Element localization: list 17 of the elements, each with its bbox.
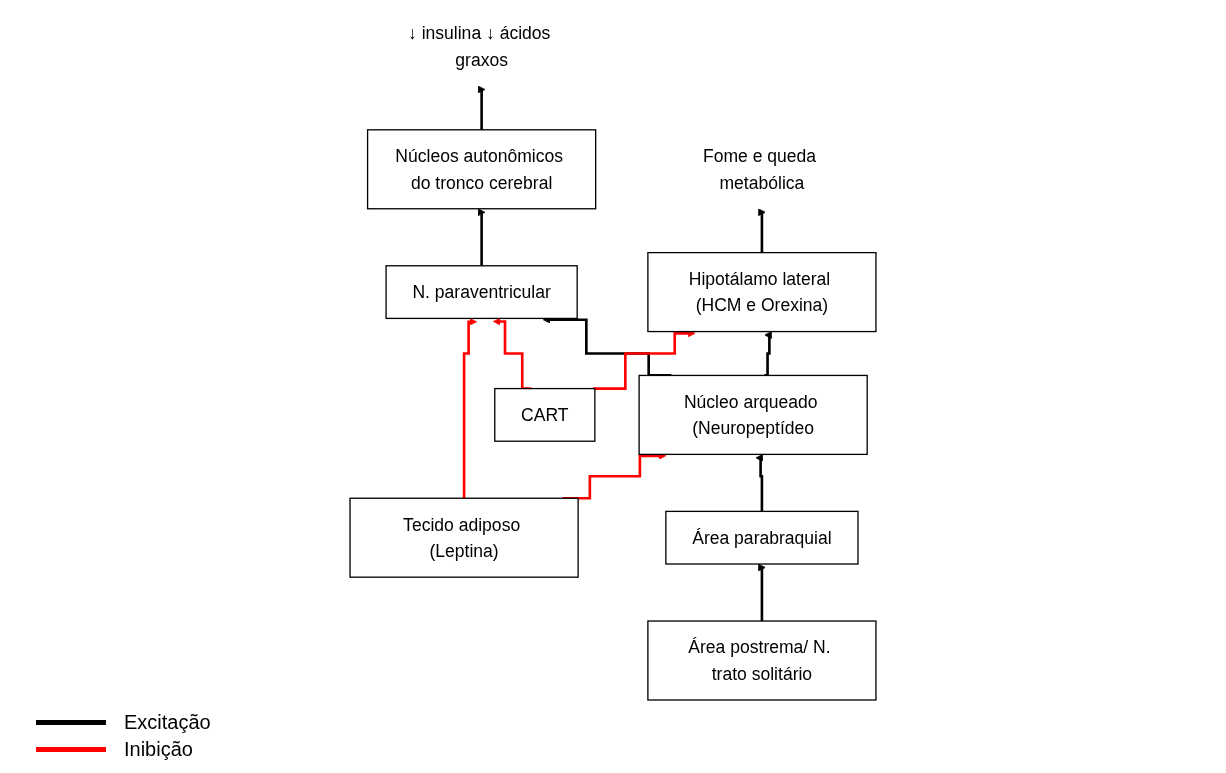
legend-label: Excitação — [124, 711, 211, 734]
node-box: Hipotálamo lateral (HCM e Orexina) — [647, 251, 877, 333]
arrow — [462, 317, 477, 500]
node-box: Área parabraquial — [665, 510, 859, 565]
node-text: Fome e queda metabólica — [702, 146, 817, 193]
node-box: Área postrema/ N. trato solitário — [647, 620, 877, 701]
arrow — [764, 331, 772, 377]
arrow — [758, 563, 766, 623]
node-box: Núcleo arqueado (Neuropeptídeo — [638, 374, 868, 456]
arrow — [755, 454, 764, 513]
arrow — [758, 208, 766, 254]
node-box: CART — [494, 387, 596, 442]
node-box: Núcleos autonômicos do tronco cerebral — [366, 129, 597, 210]
legend-label: Inibição — [124, 738, 193, 761]
node-box: Tecido adiposo (Leptina) — [349, 497, 579, 578]
node-box: N. paraventricular — [385, 265, 578, 320]
node-text: ↓ insulina ↓ ácidos graxos — [408, 23, 551, 70]
